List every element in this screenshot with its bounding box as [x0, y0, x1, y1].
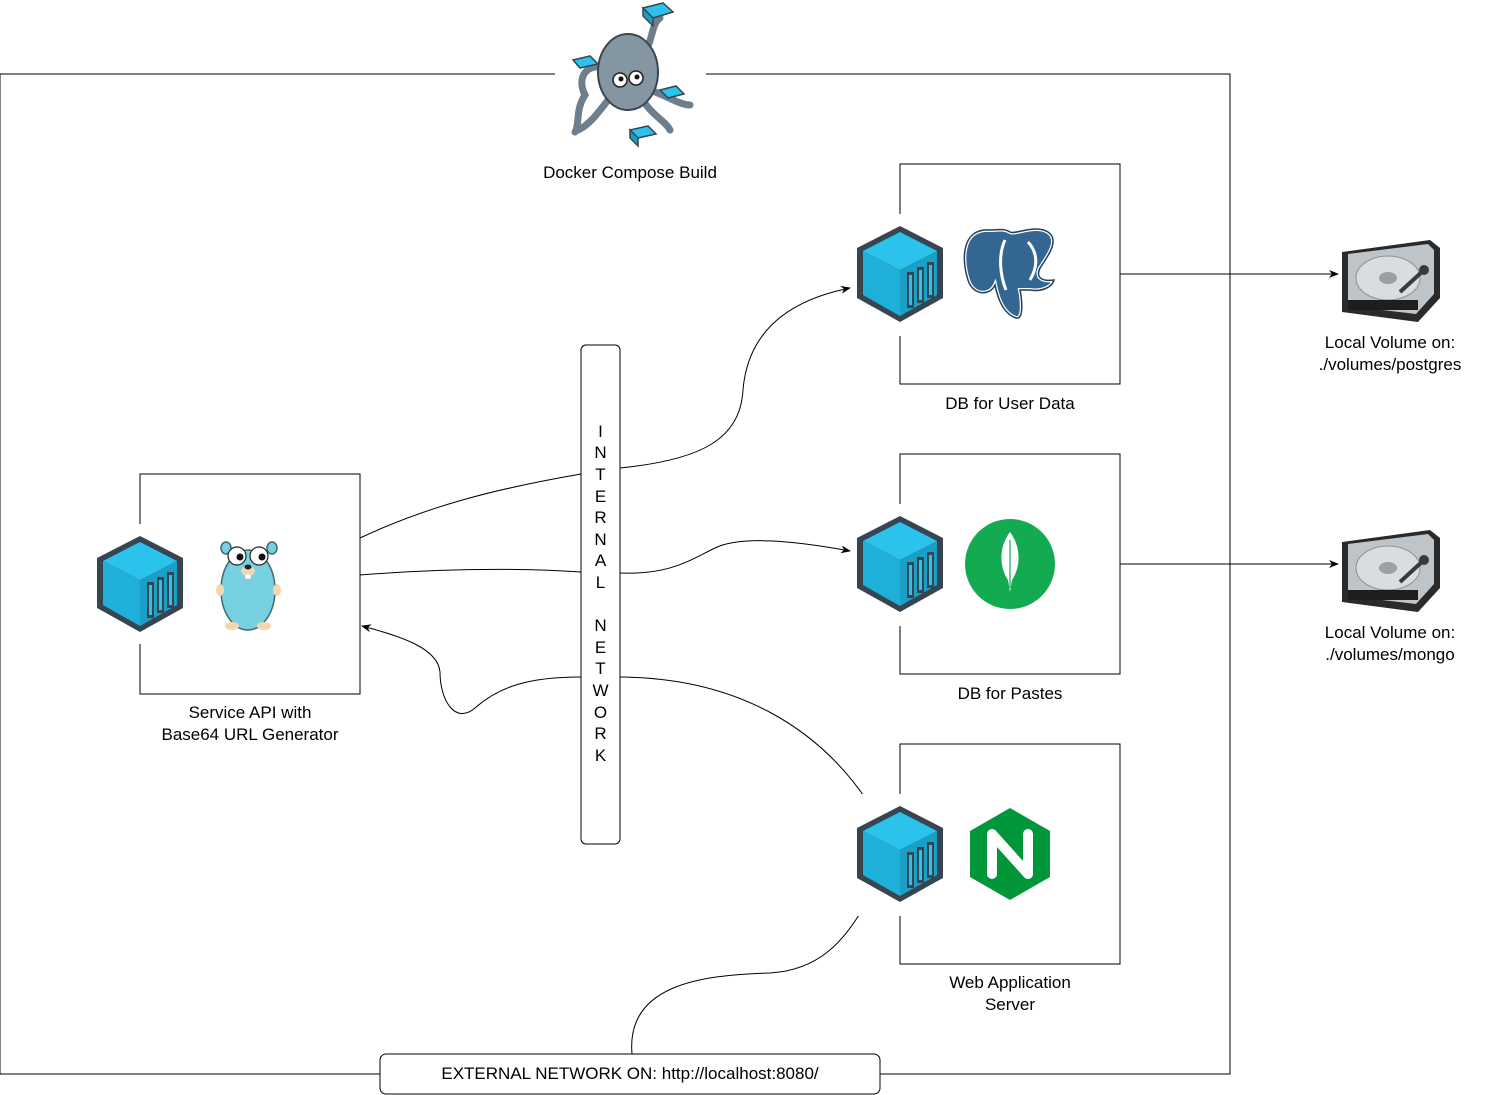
- compose-frame: [0, 73, 1231, 1075]
- network-letter: N: [594, 530, 607, 549]
- mongo-label: DB for Pastes: [957, 684, 1063, 703]
- api-to-network-edge-top: [359, 473, 582, 539]
- network-to-api-edge: [361, 624, 582, 714]
- network-letter: O: [593, 703, 608, 722]
- network-letter: R: [594, 508, 607, 527]
- network-to-postgres-edge: [619, 285, 851, 469]
- nginx-label-line2: Server: [984, 995, 1036, 1014]
- network-letter: W: [592, 681, 609, 700]
- network-letter: E: [594, 487, 607, 506]
- network-letter: R: [594, 724, 607, 743]
- nginx-label-line1: Web Application: [949, 973, 1071, 992]
- network-letter: K: [594, 746, 607, 765]
- postgresql-elephant-icon: [962, 227, 1057, 320]
- network-letter: T: [595, 659, 606, 678]
- hard-drive-icon: [1340, 238, 1442, 324]
- mongo-volume-line1: Local Volume on:: [1324, 623, 1456, 642]
- internal-network-bar[interactable]: [580, 344, 621, 845]
- network-letter: N: [594, 616, 607, 635]
- external-network-box[interactable]: [379, 1053, 881, 1095]
- external-network-label: EXTERNAL NETWORK ON: http://localhost:80…: [441, 1064, 819, 1083]
- api-to-network-edge-mid: [359, 568, 582, 576]
- external-to-nginx-edge: [631, 904, 866, 1055]
- network-letter: A: [594, 551, 607, 570]
- network-letter: L: [595, 573, 606, 592]
- api-label-line1: Service API with: [188, 703, 312, 722]
- mongo-volume-line2: ./volumes/mongo: [1325, 645, 1455, 664]
- hard-drive-icon: [1340, 528, 1442, 614]
- postgres-volume-line2: ./volumes/postgres: [1318, 355, 1462, 374]
- postgres-volume-line1: Local Volume on:: [1324, 333, 1456, 352]
- api-label-line2: Base64 URL Generator: [161, 725, 339, 744]
- network-letter: N: [594, 443, 607, 462]
- go-gopher-icon: [216, 541, 281, 631]
- compose-title: Docker Compose Build: [543, 163, 717, 182]
- network-letter: I: [598, 422, 603, 441]
- mongodb-leaf-icon: [965, 519, 1055, 609]
- network-to-mongo-edge: [619, 540, 851, 574]
- docker-compose-octopus-icon: [571, 2, 694, 148]
- nginx-icon: [970, 808, 1050, 900]
- network-letter: T: [595, 465, 606, 484]
- nginx-to-network-edge: [619, 676, 869, 803]
- postgres-label: DB for User Data: [945, 394, 1075, 413]
- network-letter: E: [594, 638, 607, 657]
